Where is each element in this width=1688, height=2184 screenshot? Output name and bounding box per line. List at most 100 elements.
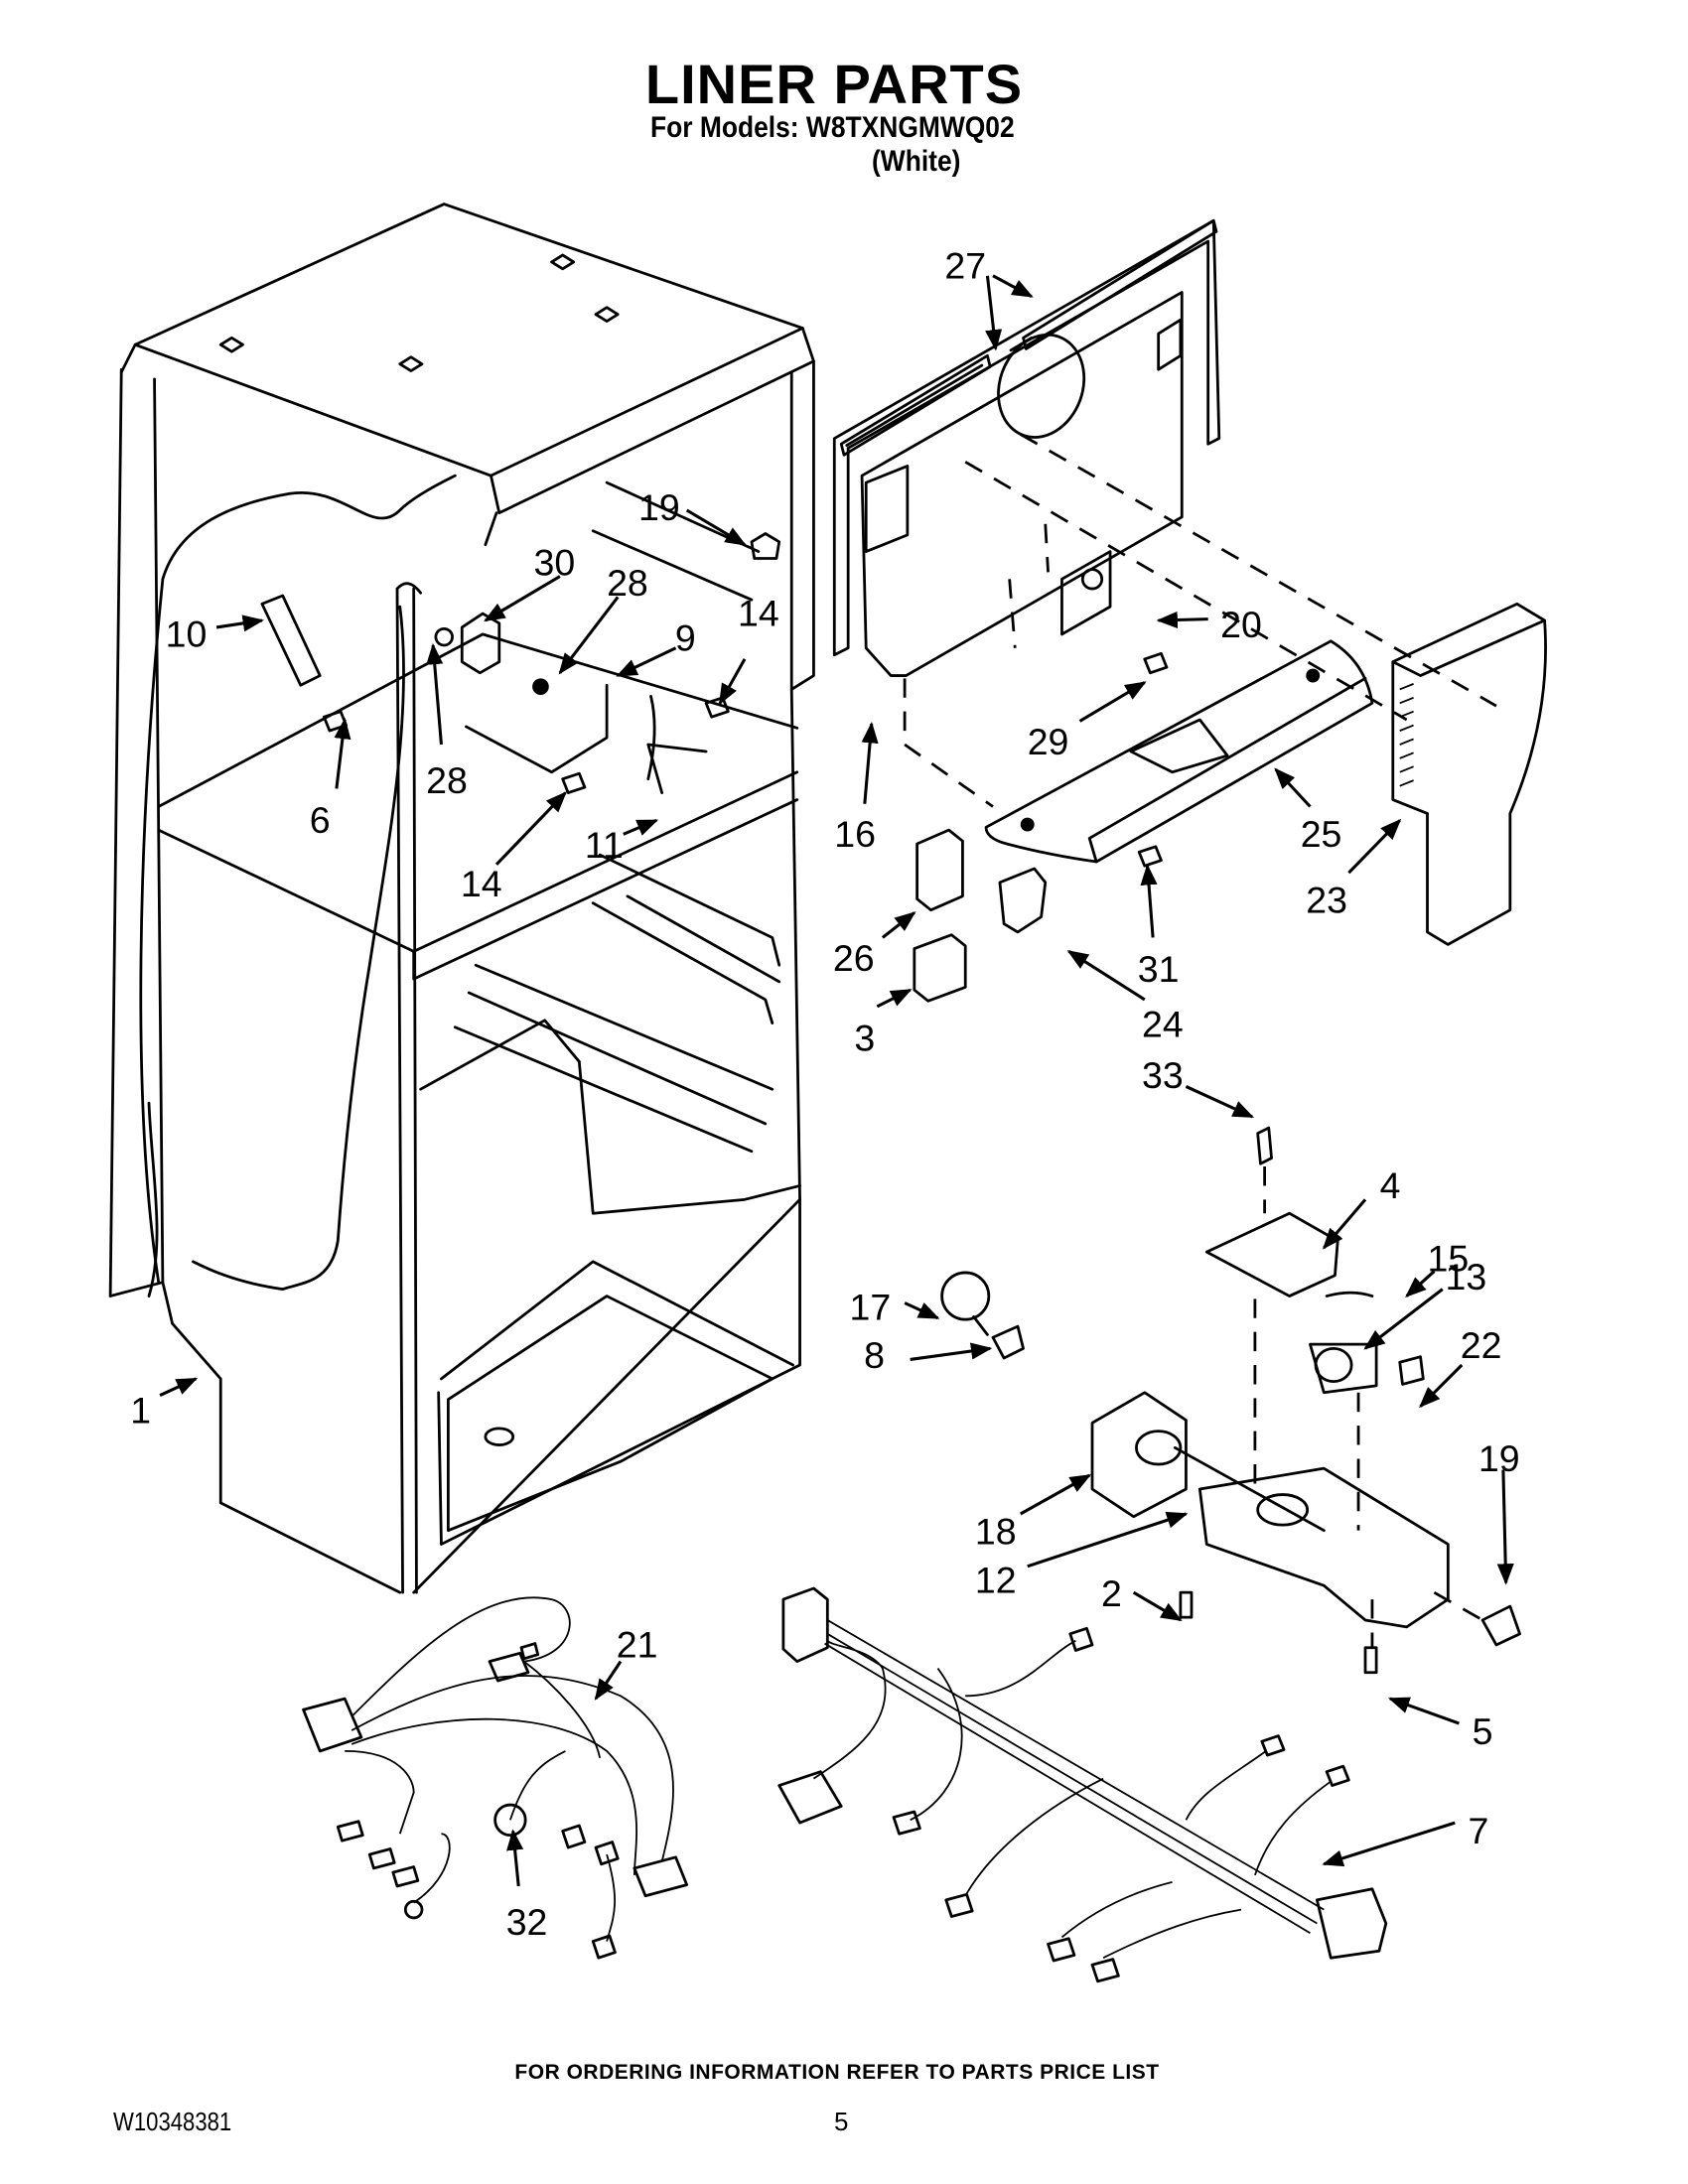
callout-screw-board: 33 (1142, 1054, 1255, 1119)
control-assembly (940, 1126, 1521, 1675)
callout-control-housing: 12 (975, 1511, 1189, 1600)
callout-arrow (594, 1660, 623, 1701)
liner-cabinet (108, 203, 815, 1594)
callout-screw-cover: 29 (1028, 681, 1147, 762)
callout-arrow (1274, 767, 1312, 808)
wire-harness-main (777, 1586, 1388, 1983)
callout-screw-left: 6 (310, 717, 352, 841)
callout-arrow (685, 508, 747, 546)
callout-fan-blade: 11 (585, 818, 659, 866)
ordering-note: FOR ORDERING INFORMATION REFER TO PARTS … (514, 2061, 1160, 2084)
fan-motor-assembly (260, 532, 781, 794)
callout-rear-panel: 16 (834, 722, 879, 855)
callout-number: 20 (1220, 604, 1262, 645)
callout-number: 11 (585, 824, 624, 866)
callout-arrow (910, 1342, 993, 1361)
callout-fan-grommet-right: 28 (558, 562, 648, 675)
callout-number: 26 (833, 937, 875, 979)
callout-thermistor: 32 (506, 1829, 548, 1943)
callout-number: 14 (461, 863, 502, 904)
small-parts (913, 651, 1169, 1003)
callout-arrow (159, 1377, 199, 1397)
callout-number: 19 (1478, 1437, 1520, 1479)
callout-control-board: 4 (1322, 1164, 1401, 1250)
callout-breaker-trim-strips: 27 (944, 245, 1034, 351)
callout-push-pin: 2 (1101, 1572, 1183, 1622)
callout-light-socket-clip-lower: 19 (1478, 1437, 1520, 1585)
callout-screw-diffuser: 31 (1138, 864, 1180, 990)
callout-arrow (1419, 1363, 1464, 1409)
callout-air-diffuser: 25 (1274, 767, 1342, 855)
callout-arrow (334, 717, 352, 789)
callout-number: 2 (1101, 1572, 1122, 1614)
callout-screw-lower: 14 (461, 791, 567, 904)
callout-number: 14 (738, 593, 779, 634)
callout-arrow (558, 596, 620, 675)
page-title: LINER PARTS (644, 53, 1024, 115)
breaker-trim-strips (839, 218, 1218, 457)
callout-arrow (1132, 1590, 1183, 1622)
callout-arrow (1185, 1085, 1255, 1119)
callout-thermostat: 13 (1363, 1256, 1487, 1350)
callout-number: 8 (864, 1334, 885, 1376)
callout-number: 19 (638, 486, 680, 528)
callout-connector-housing: 26 (833, 911, 916, 979)
callout-number: 31 (1138, 948, 1180, 990)
callout-number: 23 (1306, 880, 1347, 921)
callout-number: 12 (975, 1559, 1017, 1600)
color-variant: (White) (872, 145, 961, 178)
callout-bracket-connector: 24 (1066, 950, 1184, 1045)
callout-number: 7 (1468, 1810, 1488, 1851)
callout-arrow (506, 1829, 524, 1887)
callout-arrow (1027, 1511, 1189, 1569)
callout-number: 17 (850, 1286, 892, 1327)
callout-arrow (876, 988, 913, 1009)
callout-number: 30 (533, 541, 575, 583)
callout-arrow (1347, 818, 1402, 875)
callout-number: 24 (1142, 1004, 1184, 1045)
callout-arrow (616, 646, 677, 677)
callout-number: 1 (130, 1390, 151, 1432)
callout-wire-harness-main: 7 (1322, 1810, 1488, 1867)
callout-number: 21 (617, 1624, 658, 1666)
callout-arrow (992, 274, 1034, 298)
callout-number: 32 (506, 1901, 548, 1943)
callout-knob: 22 (1419, 1324, 1502, 1409)
callout-arrow (1363, 1288, 1444, 1350)
callout-number: 25 (1301, 813, 1342, 855)
callout-number: 18 (975, 1511, 1017, 1553)
callout-arrow (1078, 681, 1147, 723)
callout-light-shield: 18 (975, 1473, 1092, 1553)
callout-number: 13 (1446, 1256, 1487, 1297)
callout-arrow (1322, 1198, 1367, 1250)
callout-number: 29 (1028, 721, 1069, 762)
callout-number: 4 (1380, 1164, 1401, 1206)
callout-arrow (1140, 864, 1158, 938)
callout-number: 5 (1473, 1710, 1493, 1752)
callout-light-bulb: 17 (850, 1286, 940, 1327)
callout-arrow (1066, 950, 1146, 1002)
rear-panel (832, 218, 1221, 677)
callout-arrow (881, 911, 916, 939)
callout-arrow (215, 614, 265, 632)
callout-number: 28 (426, 759, 468, 801)
model-subtitle: For Models: W8TXNGMWQ02 (650, 111, 1015, 144)
callout-cover-plate: 20 (1156, 604, 1262, 645)
callout-number: 6 (310, 799, 331, 841)
callout-arrow (1020, 1473, 1092, 1516)
callout-screw-right: 14 (718, 593, 779, 706)
page-number: 5 (834, 2107, 849, 2136)
document-number: W10348381 (113, 2107, 232, 2136)
callout-arrow (494, 791, 567, 866)
air-duct (1391, 602, 1547, 946)
callout-arrow (1405, 1270, 1436, 1297)
callout-number: 33 (1142, 1054, 1184, 1096)
callout-screw-housing: 5 (1387, 1697, 1493, 1752)
callout-number: 22 (1461, 1324, 1502, 1366)
callout-gasket-ring: 15 (1405, 1238, 1469, 1297)
callout-arrow (861, 722, 879, 804)
callout-number: 28 (607, 562, 648, 604)
callout-light-socket: 8 (864, 1334, 993, 1376)
